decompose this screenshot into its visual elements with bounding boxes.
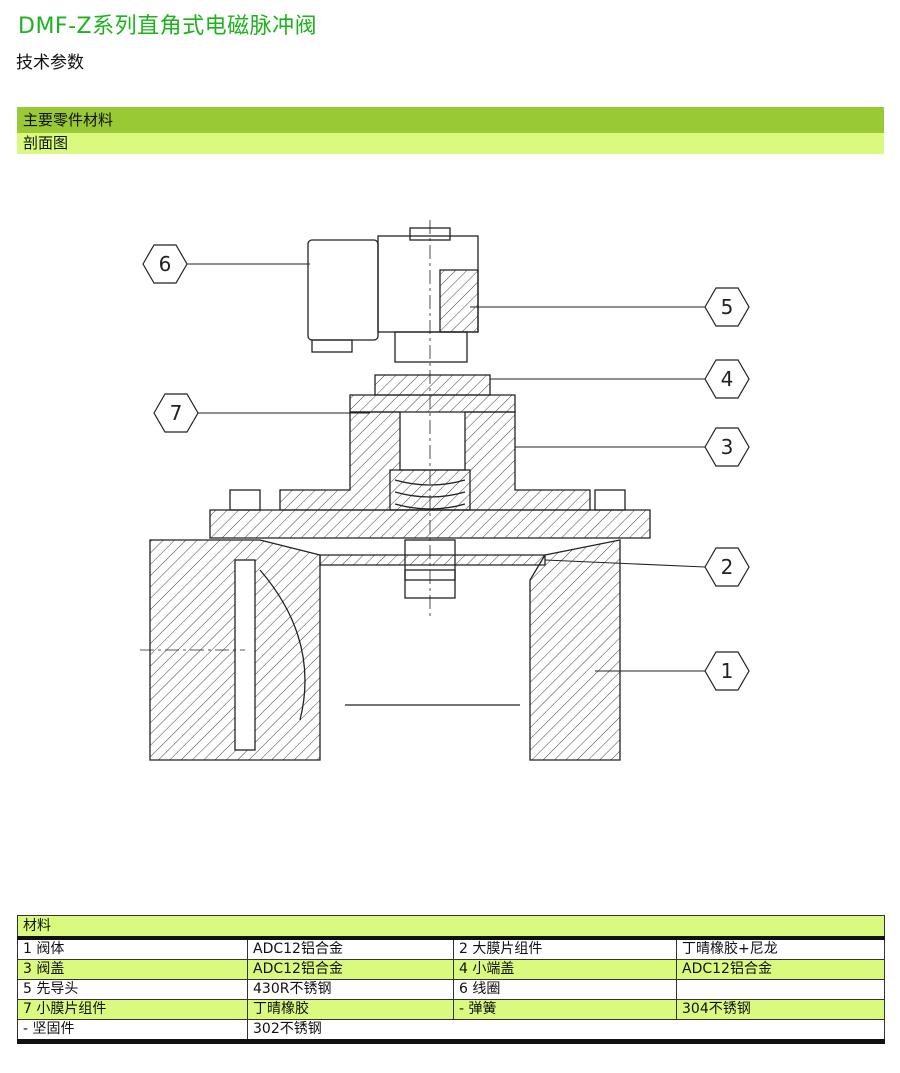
part-name: 6 线圈	[453, 979, 677, 1000]
part-name: 2 大膜片组件	[453, 937, 677, 960]
part-name: - 弹簧	[453, 999, 677, 1020]
callout-label: 4	[721, 367, 734, 391]
section-header: 主要零件材料	[17, 107, 884, 133]
part-name: 5 先导头	[17, 979, 248, 1000]
part-material: 丁晴橡胶	[247, 999, 454, 1020]
part-name: 4 小端盖	[453, 959, 677, 980]
part-material: ADC12铝合金	[247, 937, 454, 960]
part-material: 302不锈钢	[247, 1019, 885, 1044]
callout-4	[704, 359, 750, 399]
valve-body-right	[529, 539, 621, 761]
coil	[307, 239, 379, 341]
callout-5	[704, 287, 750, 327]
callout-label: 1	[721, 659, 734, 683]
part-name: 1 阀体	[17, 937, 248, 960]
section-subheader: 剖面图	[17, 133, 884, 154]
subtitle: 技术参数	[16, 53, 84, 73]
part-material: ADC12铝合金	[247, 959, 454, 980]
callout-6	[142, 244, 188, 284]
callout-label: 3	[721, 435, 734, 459]
callout-label: 7	[170, 401, 183, 425]
part-material: ADC12铝合金	[676, 959, 885, 980]
callout-label: 6	[159, 252, 172, 276]
part-name: 3 阀盖	[17, 959, 248, 980]
callout-hexagons	[142, 244, 750, 691]
page-title: DMF-Z系列直角式电磁脉冲阀	[18, 14, 318, 39]
valve-cross-section-drawing: 6 7 5 4 3 2 1	[140, 220, 750, 761]
part-material	[676, 979, 885, 1000]
callout-7	[153, 393, 199, 433]
bonnet	[279, 411, 591, 511]
callout-label: 2	[721, 555, 734, 579]
callout-label: 5	[721, 295, 734, 319]
part-name: 7 小膜片组件	[17, 999, 248, 1020]
callout-2	[704, 547, 750, 587]
part-name: - 坚固件	[17, 1019, 248, 1044]
callout-1	[704, 651, 750, 691]
table-header: 材料	[17, 915, 885, 940]
part-material: 430R不锈钢	[247, 979, 454, 1000]
part-material: 丁晴橡胶+尼龙	[676, 937, 885, 960]
diaphragm	[319, 554, 546, 566]
small-end-cover	[349, 394, 516, 413]
part-material: 304不锈钢	[676, 999, 885, 1020]
callout-3	[704, 427, 750, 467]
